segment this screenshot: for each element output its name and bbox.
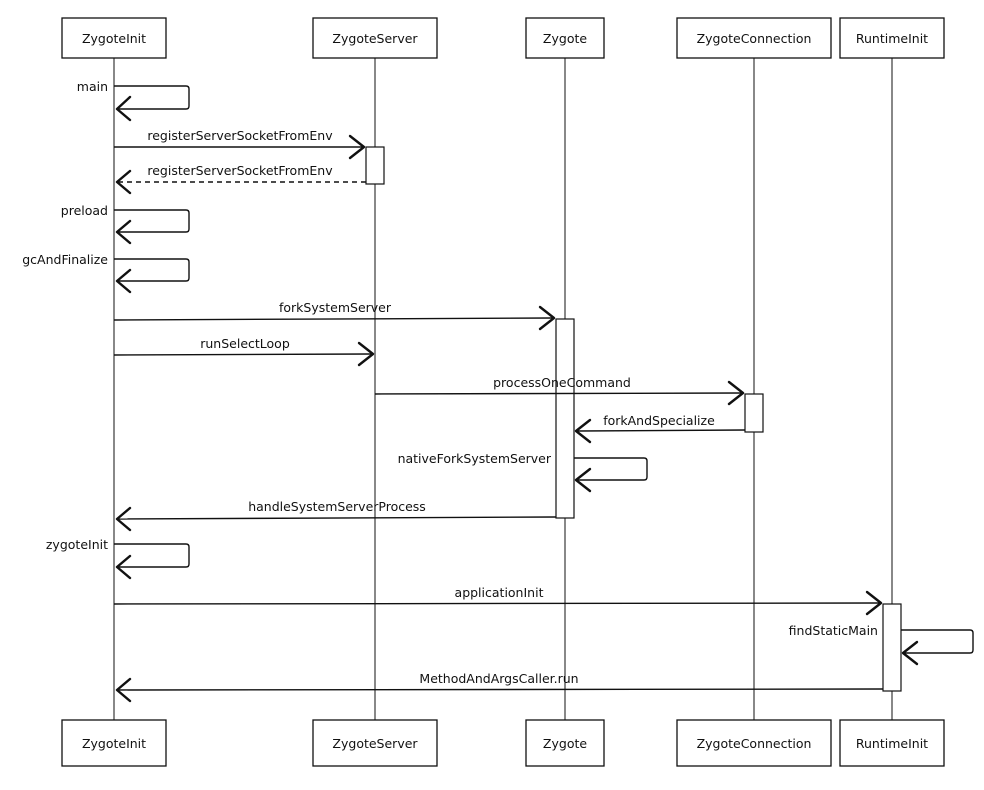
participant-label: RuntimeInit <box>856 736 928 751</box>
message-label: preload <box>61 203 108 218</box>
message-applicationinit: applicationInit <box>113 585 883 616</box>
participant-top-zygoteserver: ZygoteServer <box>312 17 438 59</box>
message-label: registerServerSocketFromEnv <box>147 163 333 178</box>
participant-bottom-zygoteinit: ZygoteInit <box>61 719 167 767</box>
participant-bottom-zygoteserver: ZygoteServer <box>312 719 438 767</box>
participant-label: ZygoteInit <box>82 736 146 751</box>
participant-label: ZygoteServer <box>332 31 418 46</box>
message-handlesystemserverprocess: handleSystemServerProcess <box>115 499 557 532</box>
participant-label: ZygoteServer <box>332 736 418 751</box>
message-findstaticmain: findStaticMain <box>789 623 974 666</box>
participant-bottom-zygoteconnection: ZygoteConnection <box>676 719 832 767</box>
message-registerserversocketfromenv: registerServerSocketFromEnv <box>114 128 366 160</box>
message-label: processOneCommand <box>493 375 631 390</box>
message-nativeforksystemserver: nativeForkSystemServer <box>398 451 648 493</box>
message-methodandargscaller-run: MethodAndArgsCaller.run <box>115 671 884 703</box>
participant-top-zygote: Zygote <box>525 17 605 59</box>
participant-bottom-runtimeinit: RuntimeInit <box>839 719 945 767</box>
message-label: zygoteInit <box>46 537 108 552</box>
message-label: forkSystemServer <box>279 300 392 315</box>
message-label: main <box>77 79 108 94</box>
participant-label: Zygote <box>543 736 587 751</box>
message-preload: preload <box>61 203 190 245</box>
participant-label: RuntimeInit <box>856 31 928 46</box>
message-label: applicationInit <box>455 585 544 600</box>
participant-label: Zygote <box>543 31 587 46</box>
message-main: main <box>77 79 190 122</box>
message-runselectloop: runSelectLoop <box>113 336 375 367</box>
message-label: findStaticMain <box>789 623 878 638</box>
message-zygoteinit: zygoteInit <box>46 537 190 580</box>
message-forksystemserver: forkSystemServer <box>113 300 556 331</box>
message-label: registerServerSocketFromEnv <box>147 128 333 143</box>
participant-label: ZygoteInit <box>82 31 146 46</box>
message-processonecommand: processOneCommand <box>374 375 745 406</box>
participant-top-zygoteinit: ZygoteInit <box>61 17 167 59</box>
message-gcandfinalize: gcAndFinalize <box>22 252 190 294</box>
participant-label: ZygoteConnection <box>697 736 812 751</box>
participant-label: ZygoteConnection <box>697 31 812 46</box>
message-forkandspecialize: forkAndSpecialize <box>574 413 746 444</box>
message-label: MethodAndArgsCaller.run <box>419 671 578 686</box>
message-label: runSelectLoop <box>200 336 290 351</box>
message-label: nativeForkSystemServer <box>398 451 552 466</box>
message-label: gcAndFinalize <box>22 252 108 267</box>
participant-top-zygoteconnection: ZygoteConnection <box>676 17 832 59</box>
message-label: forkAndSpecialize <box>603 413 715 428</box>
participant-top-runtimeinit: RuntimeInit <box>839 17 945 59</box>
participant-bottom-zygote: Zygote <box>525 719 605 767</box>
activation-zygote <box>555 318 575 519</box>
message-registerserversocketfromenv-return: registerServerSocketFromEnv <box>115 163 366 195</box>
activation-runtimeinit <box>882 603 902 692</box>
activation-zygoteconnection <box>744 393 764 433</box>
activation-zygoteserver <box>365 146 385 185</box>
message-label: handleSystemServerProcess <box>248 499 426 514</box>
